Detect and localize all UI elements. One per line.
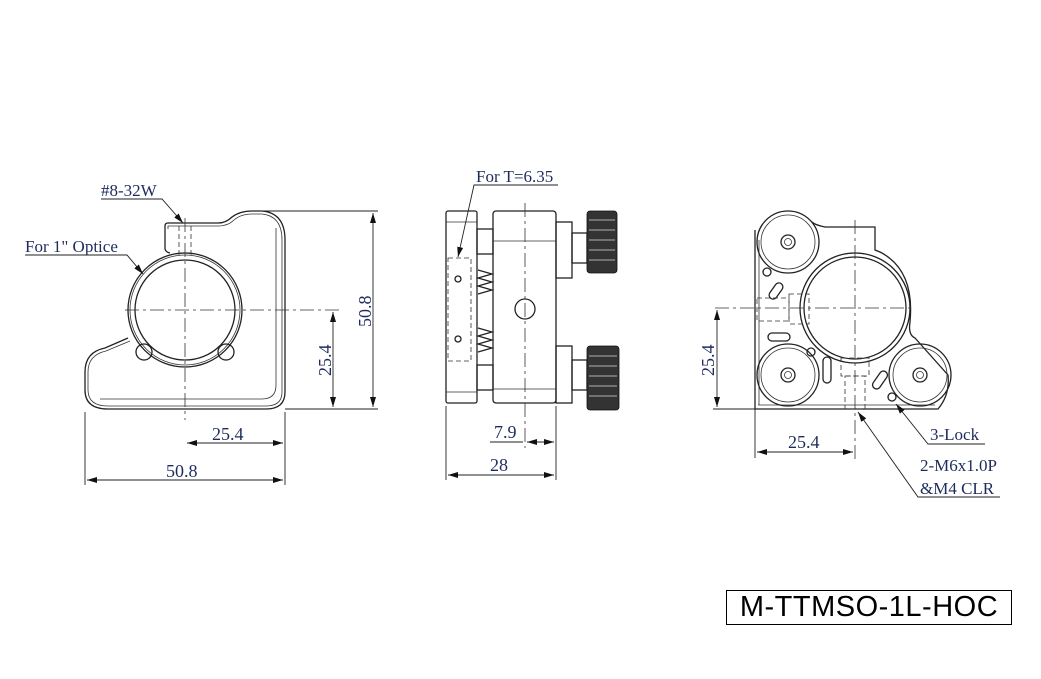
- thread-label: #8-32W: [101, 181, 158, 200]
- retaining-pin: [135, 343, 153, 361]
- retaining-pin: [217, 343, 235, 361]
- dim-height: 50.8: [355, 296, 375, 328]
- spring: [475, 269, 495, 295]
- optic-label: For 1" Optice: [25, 237, 118, 256]
- hex-nut: [555, 345, 573, 404]
- part-number-title: M-TTMSO-1L-HOC: [726, 590, 1012, 625]
- lock-screw: [806, 347, 816, 357]
- adjuster-knob-top: [586, 210, 618, 274]
- hex-nut: [555, 221, 573, 279]
- spring: [475, 327, 495, 353]
- dim-width: 50.8: [166, 461, 198, 481]
- dim-center-height: 25.4: [315, 345, 335, 377]
- front-plate: [445, 210, 478, 404]
- mount-label-line2: &M4 CLR: [920, 479, 995, 498]
- optic-thickness-outline: [447, 257, 472, 362]
- lock-screw: [762, 267, 772, 277]
- adjuster-knob-rear: [756, 210, 820, 274]
- dim-offset: 7.9: [494, 422, 517, 442]
- adjuster-knob-rear: [756, 343, 820, 407]
- lock-label: 3-Lock: [930, 425, 980, 444]
- thickness-label: For T=6.35: [476, 167, 553, 186]
- rear-view: 25.4 25.4 3-Lock 2-M6x1.0P &M4 CLR: [698, 210, 1000, 498]
- adjuster-knob-bottom: [586, 345, 620, 411]
- dim-center-width: 25.4: [212, 424, 244, 444]
- dim-depth: 28: [490, 455, 508, 475]
- rear-dim-center-width: 25.4: [788, 432, 820, 452]
- mount-label-line1: 2-M6x1.0P: [920, 456, 997, 475]
- adjuster-knob-rear: [888, 343, 952, 407]
- side-view: 7.9 28 For T=6.35: [445, 167, 620, 480]
- rear-dim-center-height: 25.4: [698, 345, 718, 377]
- front-body-outline: [84, 210, 286, 410]
- lock-screw: [887, 392, 897, 402]
- mount-body: [492, 210, 557, 404]
- front-view: 50.8 25.4 25.4 50.8 #8-32W For 1" Optice: [25, 181, 378, 485]
